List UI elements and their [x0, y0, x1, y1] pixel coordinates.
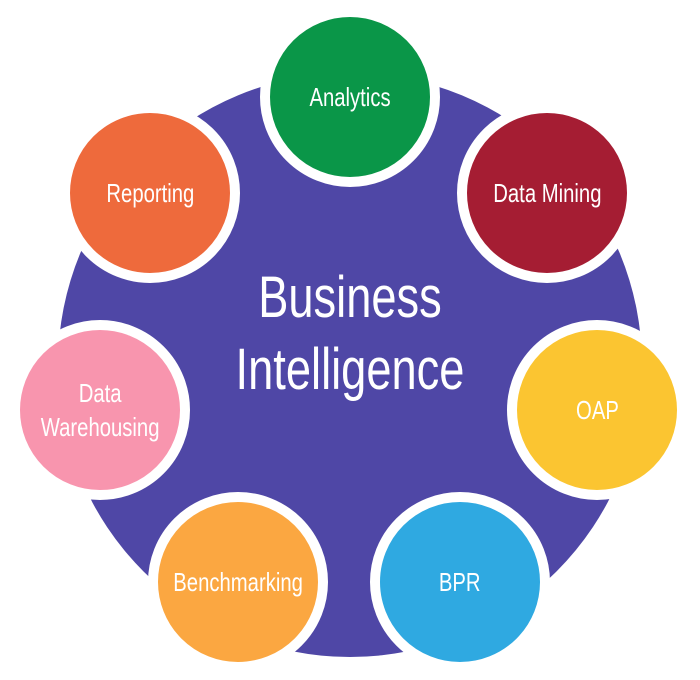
node-label: BPR	[439, 567, 481, 597]
node-data-mining[interactable]: Data Mining	[457, 103, 637, 283]
node-label: Reporting	[106, 178, 194, 208]
hub-title-line-2: Intelligence	[235, 337, 465, 402]
node-label: OAP	[575, 395, 619, 425]
node-reporting[interactable]: Reporting	[60, 103, 240, 283]
hub-title-line-1: Business	[258, 265, 442, 330]
node-label: Data Warehousing	[40, 378, 160, 442]
node-analytics[interactable]: Analytics	[260, 7, 440, 187]
node-oap[interactable]: OAP	[507, 320, 687, 500]
node-label: Benchmarking	[173, 567, 303, 597]
node-benchmarking[interactable]: Benchmarking	[148, 492, 328, 672]
node-label: Analytics	[309, 82, 391, 112]
node-bpr[interactable]: BPR	[370, 492, 550, 672]
hub-title: Business Intelligence	[217, 262, 482, 406]
node-data-warehousing[interactable]: Data Warehousing	[10, 320, 190, 500]
node-label: Data Mining	[492, 178, 602, 208]
